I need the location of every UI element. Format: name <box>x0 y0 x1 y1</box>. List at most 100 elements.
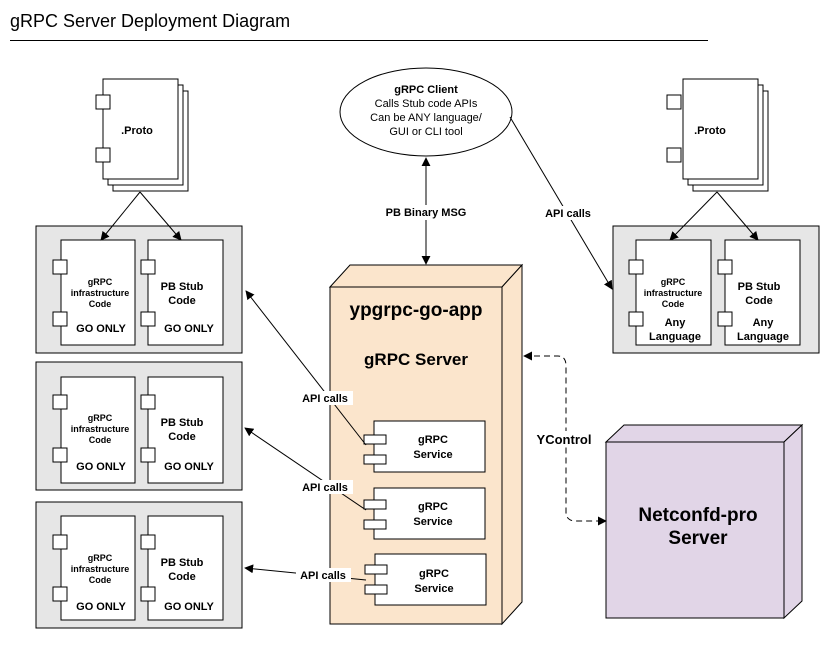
service-line-2: Service <box>414 583 453 595</box>
api-calls-label-1: API calls <box>302 393 348 405</box>
any-language-line-1: Any <box>665 317 687 329</box>
service-line-1: gRPC <box>418 501 448 513</box>
go-only-label: GO ONLY <box>164 461 214 473</box>
infra-line-2: infrastructure <box>71 288 130 298</box>
component-port-icon <box>717 259 733 275</box>
netconfd-pro-node: Netconfd-pro Server <box>604 423 804 620</box>
component-port-icon <box>363 434 387 445</box>
stub-line-1: PB Stub <box>161 417 204 429</box>
component-port-icon <box>52 534 68 550</box>
service-line-2: Service <box>413 449 452 461</box>
netconf-line-1: Netconfd-pro <box>638 505 757 526</box>
package-left-2: gRPC infrastructure Code GO ONLY PB Stub… <box>35 361 243 491</box>
component-port-icon <box>52 259 68 275</box>
pb-binary-msg-label: PB Binary MSG <box>386 207 467 219</box>
infra-line-2: infrastructure <box>71 424 130 434</box>
any-language-line-2: Language <box>649 331 701 343</box>
any-language-line-2: Language <box>737 331 789 343</box>
stub-line-2: Code <box>168 431 196 443</box>
component-port-icon <box>140 586 156 602</box>
stub-component <box>147 515 224 621</box>
component-port-icon <box>140 259 156 275</box>
proto-document-right: .Proto <box>666 78 769 192</box>
infra-line-3: Code <box>662 299 685 309</box>
server-subtitle: gRPC Server <box>364 350 468 369</box>
any-language-line-1: Any <box>753 317 775 329</box>
infra-line-1: gRPC <box>88 553 113 563</box>
stub-line-1: PB Stub <box>161 281 204 293</box>
netconf-line-2: Server <box>668 528 728 549</box>
component-port-icon <box>140 534 156 550</box>
infra-line-1: gRPC <box>88 277 113 287</box>
component-port-icon <box>363 519 387 530</box>
component-port-icon <box>140 394 156 410</box>
grpc-client: gRPC Client Calls Stub code APIs Can be … <box>339 67 513 157</box>
stub-line-1: PB Stub <box>738 281 781 293</box>
infra-line-2: infrastructure <box>644 288 703 298</box>
go-only-label: GO ONLY <box>76 601 126 613</box>
stub-component <box>147 239 224 346</box>
component-port-icon <box>52 447 68 463</box>
api-calls-label-right: API calls <box>545 208 591 220</box>
go-only-label: GO ONLY <box>76 461 126 473</box>
component-port-icon <box>95 94 111 110</box>
component-port-icon <box>364 584 388 595</box>
client-title: gRPC Client <box>394 84 458 96</box>
component-port-icon <box>363 454 387 465</box>
infra-component <box>60 515 136 621</box>
client-line-3: GUI or CLI tool <box>389 126 462 138</box>
grpc-service-1: gRPC Service <box>363 420 486 473</box>
infra-line-3: Code <box>89 299 112 309</box>
component-port-icon <box>95 147 111 163</box>
infra-component <box>635 239 712 346</box>
page-title: gRPC Server Deployment Diagram <box>10 11 291 31</box>
infra-line-3: Code <box>89 575 112 585</box>
grpc-service-2: gRPC Service <box>363 487 486 540</box>
package-right: gRPC infrastructure Code Any Language PB… <box>612 225 820 354</box>
stub-line-1: PB Stub <box>161 557 204 569</box>
grpc-server-node: ypgrpc-go-app gRPC Server gRPC Service g… <box>328 263 524 626</box>
proto-document-left: .Proto <box>95 78 189 192</box>
client-line-2: Can be ANY language/ <box>370 112 483 124</box>
component-port-icon <box>52 394 68 410</box>
go-only-label: GO ONLY <box>76 323 126 335</box>
go-only-label: GO ONLY <box>164 601 214 613</box>
proto-label: .Proto <box>121 125 153 137</box>
package-left-3: gRPC infrastructure Code GO ONLY PB Stub… <box>35 501 243 629</box>
component-port-icon <box>52 311 68 327</box>
api-calls-label-2: API calls <box>302 482 348 494</box>
component-port-icon <box>628 259 644 275</box>
component-port-icon <box>666 147 682 163</box>
component-port-icon <box>628 311 644 327</box>
stub-component <box>724 239 801 346</box>
title-rule <box>10 40 708 41</box>
infra-component <box>60 239 136 346</box>
component-port-icon <box>363 499 387 510</box>
service-line-1: gRPC <box>418 434 448 446</box>
service-line-1: gRPC <box>419 568 449 580</box>
grpc-service-3: gRPC Service <box>364 553 487 606</box>
proto-label: .Proto <box>694 125 726 137</box>
ycontrol-label: YControl <box>537 432 592 447</box>
component-port-icon <box>364 564 388 575</box>
component-port-icon <box>140 311 156 327</box>
infra-line-3: Code <box>89 435 112 445</box>
server-app-name: ypgrpc-go-app <box>350 300 483 321</box>
stub-component <box>147 376 224 484</box>
component-port-icon <box>666 94 682 110</box>
infra-line-1: gRPC <box>88 413 113 423</box>
client-line-1: Calls Stub code APIs <box>375 98 478 110</box>
go-only-label: GO ONLY <box>164 323 214 335</box>
component-port-icon <box>52 586 68 602</box>
infra-line-2: infrastructure <box>71 564 130 574</box>
infra-component <box>60 376 136 484</box>
stub-line-2: Code <box>168 295 196 307</box>
component-port-icon <box>717 311 733 327</box>
infra-line-1: gRPC <box>661 277 686 287</box>
stub-line-2: Code <box>168 571 196 583</box>
api-calls-label-3: API calls <box>300 570 346 582</box>
service-line-2: Service <box>413 516 452 528</box>
package-left-1: gRPC infrastructure Code GO ONLY PB Stub… <box>35 225 243 354</box>
stub-line-2: Code <box>745 295 773 307</box>
